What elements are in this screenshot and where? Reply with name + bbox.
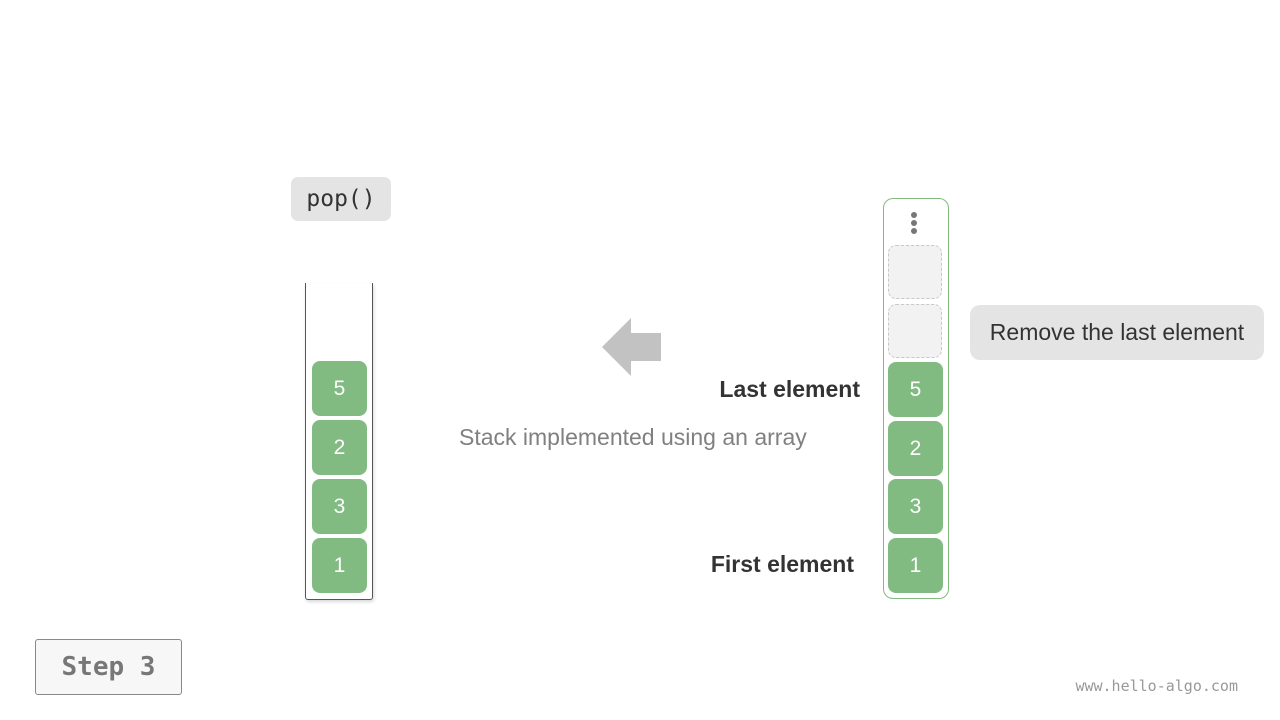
stack-element: 1 [312, 538, 367, 593]
array-empty-slot [888, 245, 942, 299]
stack-element: 5 [312, 361, 367, 416]
step-indicator: Step 3 [35, 639, 182, 695]
note-bubble: Remove the last element [970, 305, 1264, 360]
array-element: 3 [888, 479, 943, 534]
array-container [883, 198, 949, 599]
stack-element: 3 [312, 479, 367, 534]
last-element-label: Last element [719, 376, 860, 402]
arrow-left-icon [602, 318, 661, 376]
stack-container: 5 2 3 1 [305, 283, 373, 600]
array-element: 5 [888, 362, 943, 417]
array-empty-slot [888, 304, 942, 358]
first-element-label: First element [710, 551, 854, 577]
operation-label: pop() [291, 177, 391, 221]
vertical-ellipsis-icon [910, 212, 918, 236]
watermark: www.hello-algo.com [1075, 677, 1238, 695]
stack-element: 2 [312, 420, 367, 475]
array-element: 1 [888, 538, 943, 593]
diagram-caption: Stack implemented using an array [459, 424, 807, 450]
array-element: 2 [888, 421, 943, 476]
